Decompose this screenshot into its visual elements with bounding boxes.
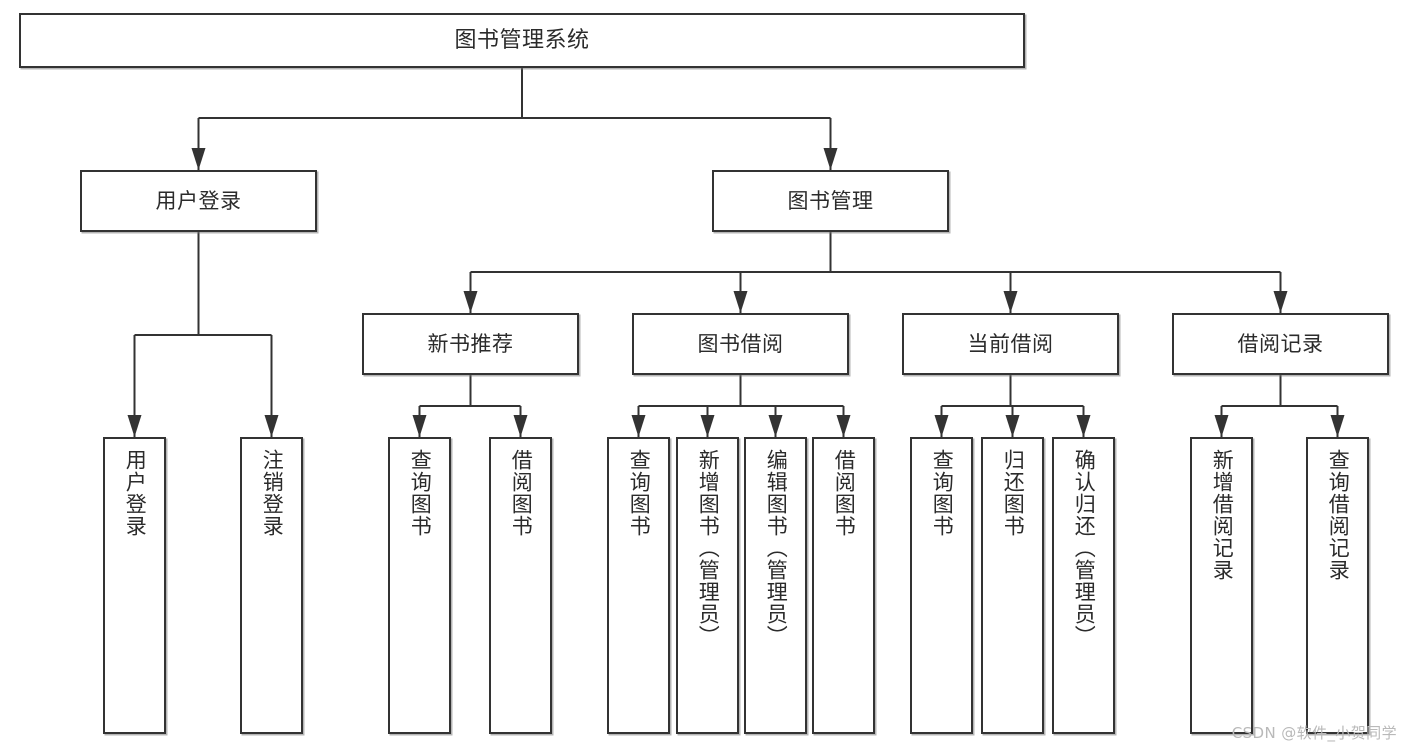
node-leaf_cb_query[interactable]: 查询图书	[910, 437, 973, 734]
node-leaf_bb_add[interactable]: 新增图书（管理员）	[676, 437, 739, 734]
node-label: 查询借阅记录	[1326, 449, 1351, 581]
node-label: 确认归还（管理员）	[1072, 449, 1097, 647]
node-label: 编辑图书（管理员）	[764, 449, 789, 647]
node-label: 借阅记录	[1237, 331, 1324, 356]
node-label: 图书借阅	[697, 331, 784, 356]
watermark: CSDN @软件_小贺同学	[1231, 724, 1397, 742]
node-book_manage[interactable]: 图书管理	[712, 170, 949, 232]
node-label: 新增图书（管理员）	[696, 449, 721, 647]
node-label: 当前借阅	[967, 331, 1054, 356]
node-leaf_cb_return[interactable]: 归还图书	[981, 437, 1044, 734]
node-label: 图书管理	[787, 188, 874, 213]
node-label: 注销登录	[260, 449, 285, 537]
node-label: 用户登录	[155, 188, 242, 213]
node-new_book_rec[interactable]: 新书推荐	[362, 313, 579, 375]
node-label: 用户登录	[123, 449, 148, 537]
node-leaf_bb_query[interactable]: 查询图书	[607, 437, 670, 734]
node-borrow_record[interactable]: 借阅记录	[1172, 313, 1389, 375]
node-leaf_rec_borrow[interactable]: 借阅图书	[489, 437, 552, 734]
node-label: 查询图书	[408, 449, 433, 537]
node-leaf_bb_borrow[interactable]: 借阅图书	[812, 437, 875, 734]
node-label: 新增借阅记录	[1210, 449, 1235, 581]
node-current_borrow[interactable]: 当前借阅	[902, 313, 1119, 375]
node-leaf_user_login[interactable]: 用户登录	[103, 437, 166, 734]
node-book_borrow[interactable]: 图书借阅	[632, 313, 849, 375]
node-leaf_rec_query[interactable]: 查询图书	[388, 437, 451, 734]
node-label: 图书管理系统	[454, 27, 590, 53]
node-user_login[interactable]: 用户登录	[80, 170, 317, 232]
node-root[interactable]: 图书管理系统	[19, 13, 1025, 68]
node-leaf_user_logout[interactable]: 注销登录	[240, 437, 303, 734]
node-leaf_br_add[interactable]: 新增借阅记录	[1190, 437, 1253, 734]
node-leaf_br_query[interactable]: 查询借阅记录	[1306, 437, 1369, 734]
node-label: 查询图书	[627, 449, 652, 537]
node-label: 查询图书	[930, 449, 955, 537]
node-label: 借阅图书	[832, 449, 857, 537]
node-leaf_bb_edit[interactable]: 编辑图书（管理员）	[744, 437, 807, 734]
node-label: 新书推荐	[427, 331, 514, 356]
node-leaf_cb_confirm[interactable]: 确认归还（管理员）	[1052, 437, 1115, 734]
node-label: 借阅图书	[509, 449, 534, 537]
node-label: 归还图书	[1001, 449, 1026, 537]
